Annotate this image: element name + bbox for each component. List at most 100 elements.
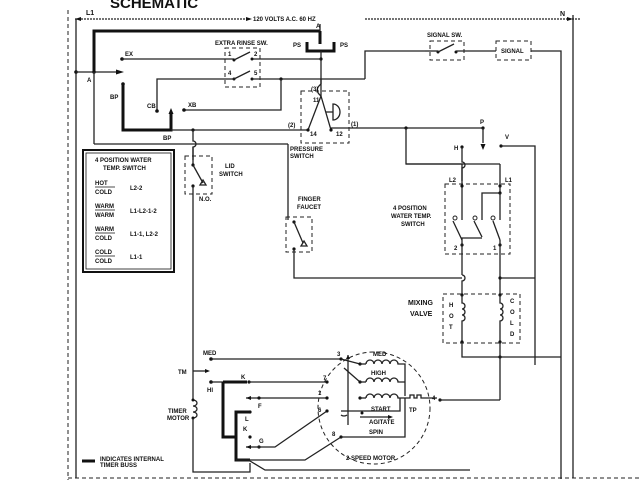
svg-text:H: H [449,303,453,309]
legend-wash-temp: WARM [95,227,114,233]
legend-rinse-temp: WARM [95,213,114,219]
svg-text:SWITCH: SWITCH [290,154,314,160]
svg-text:G: G [259,439,264,445]
pressure-switch[interactable]: (3) (2) (1) 11 14 12 PRESSURE SWITCH [288,87,358,160]
ps-left-label: PS [293,43,301,49]
legend-wash-temp: WARM [95,204,114,210]
svg-text:F: F [258,404,262,410]
legend-row: WARM WARM L1-L2-1-2 [95,204,157,219]
svg-text:SWITCH: SWITCH [401,222,425,228]
svg-text:K: K [243,427,248,433]
svg-text:T: T [449,325,453,331]
voltage-label: 120 VOLTS A.C. 60 HZ [253,17,316,23]
diagram-title: SCHEMATIC [110,0,198,12]
lid-switch[interactable]: LID SWITCH N.O. [184,147,243,356]
cb-label: CB [147,104,156,110]
svg-text:START: START [371,407,391,413]
svg-text:AGITATE: AGITATE [369,420,394,426]
neutral-arrow-icon [567,17,573,21]
svg-text:INDICATES INTERNAL: INDICATES INTERNAL [100,457,164,463]
supply-line: L1 120 VOLTS A.C. 60 HZ N A [75,10,580,30]
svg-text:14: 14 [310,132,317,138]
svg-text:HI: HI [207,388,213,394]
svg-text:4 POSITION: 4 POSITION [393,206,427,212]
svg-text:TM: TM [178,370,187,376]
water-temp-switch[interactable]: L2 L1 2 1 4 POSITION WATER TEMP. SWITCH [391,163,535,295]
svg-text:LID: LID [225,164,235,170]
svg-text:11: 11 [313,98,320,104]
svg-text:2 SPEED MOTOR: 2 SPEED MOTOR [346,456,396,462]
svg-text:D: D [510,332,515,338]
svg-text:L: L [245,417,249,423]
svg-text:SPIN: SPIN [369,430,383,436]
water-temp-legend-table: 4 POSITION WATER TEMP. SWITCH HOT COLD L2-… [82,149,175,273]
svg-text:(1): (1) [351,122,358,128]
svg-text:HIGH: HIGH [371,371,386,377]
finger-faucet[interactable]: FINGER FAUCET [285,165,462,279]
signal-switch[interactable]: SIGNAL SW. [425,33,496,61]
svg-text:4: 4 [432,396,436,402]
extra-rinse-switch-label: EXTRA RINSE SW. [215,41,268,47]
svg-text:L2: L2 [449,178,457,184]
h-label: H [454,146,458,152]
extra-rinse-switch[interactable]: EXTRA RINSE SW. 1 2 4 5 [215,41,268,88]
n-label: N [560,11,565,18]
svg-text:MED: MED [203,351,217,357]
timer-motor: TM TIMER MOTOR [167,356,251,473]
legend-contacts: L1-1 [130,255,143,261]
svg-text:N.O.: N.O. [199,197,212,203]
legend-rinse-temp: COLD [95,259,113,265]
svg-text:L1: L1 [505,178,513,184]
legend-wash-temp: HOT [95,181,108,187]
node-a-top-label: A [316,24,321,30]
ps-terminals: PS PS [293,42,348,84]
svg-text:C: C [510,299,515,305]
svg-text:1: 1 [228,52,232,58]
timer-buss-top [92,29,320,72]
legend-row: COLD COLD L1-1 [95,250,143,265]
ex-circuit: EX [120,52,321,61]
legend-rinse-temp: COLD [95,190,113,196]
svg-text:4 POSITION WATER: 4 POSITION WATER [95,158,152,164]
bp-left-label: BP [110,95,118,101]
svg-text:TIMER: TIMER [168,409,187,415]
mixing-valve: MIXING VALVE H O T C O L D [408,293,561,365]
bp-circuit: BP BP [110,82,308,160]
motor-terminals: MED HI K F L K G [203,351,470,471]
svg-text:TIMER BUSS: TIMER BUSS [100,463,137,469]
legend-contacts: L2-2 [130,186,143,192]
l1-label: L1 [86,10,94,17]
svg-text:2: 2 [254,52,258,58]
svg-text:FAUCET: FAUCET [297,205,321,211]
p-label: P [480,120,484,126]
svg-text:1: 1 [493,246,497,252]
svg-text:TP: TP [409,408,417,414]
svg-text:5: 5 [254,71,258,77]
svg-text:8: 8 [332,432,336,438]
footnote-legend: INDICATES INTERNAL TIMER BUSS [82,457,164,469]
svg-text:3: 3 [337,352,341,358]
ps-right-label: PS [340,43,348,49]
node-a-left-label: A [87,78,92,84]
svg-text:(3): (3) [311,87,318,93]
svg-text:MOTOR: MOTOR [167,416,190,422]
legend-row: HOT COLD L2-2 [95,181,143,196]
bp-bottom-label: BP [163,136,171,142]
ex-label: EX [125,52,133,58]
svg-text:(2): (2) [288,123,295,129]
svg-text:TEMP. SWITCH: TEMP. SWITCH [103,166,146,172]
legend-wash-temp: COLD [95,250,113,256]
svg-text:SWITCH: SWITCH [219,172,243,178]
svg-text:12: 12 [336,132,343,138]
signal: SIGNAL [495,40,562,479]
legend-contacts: L1-L2-1-2 [130,209,157,215]
svg-text:WATER TEMP.: WATER TEMP. [391,214,432,220]
svg-text:O: O [449,314,454,320]
xb-label: XB [188,103,197,109]
svg-text:7: 7 [323,376,327,382]
svg-text:4: 4 [228,71,232,77]
node-a: A [74,69,124,84]
svg-text:O: O [510,310,515,316]
v-label: V [505,135,509,141]
